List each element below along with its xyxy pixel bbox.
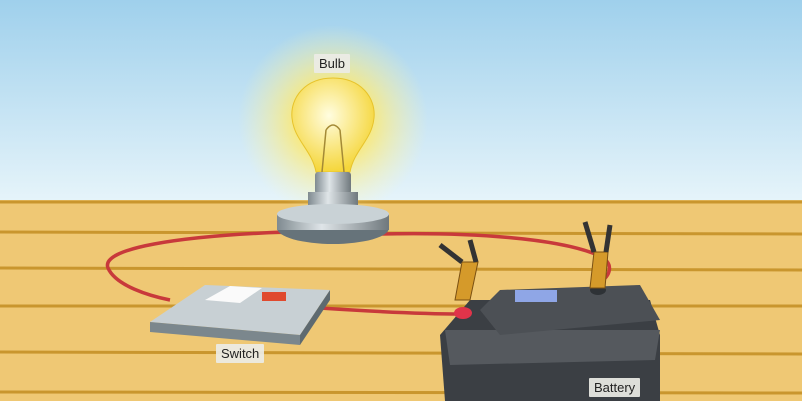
battery-label: Battery [589,378,641,397]
switch [150,285,330,345]
bulb-label: Bulb [314,54,351,73]
switch-label: Switch [216,344,265,363]
wire [105,230,612,316]
wooden-table [0,200,802,401]
bulb [277,77,389,244]
battery-clips [438,221,613,301]
battery [440,285,660,401]
